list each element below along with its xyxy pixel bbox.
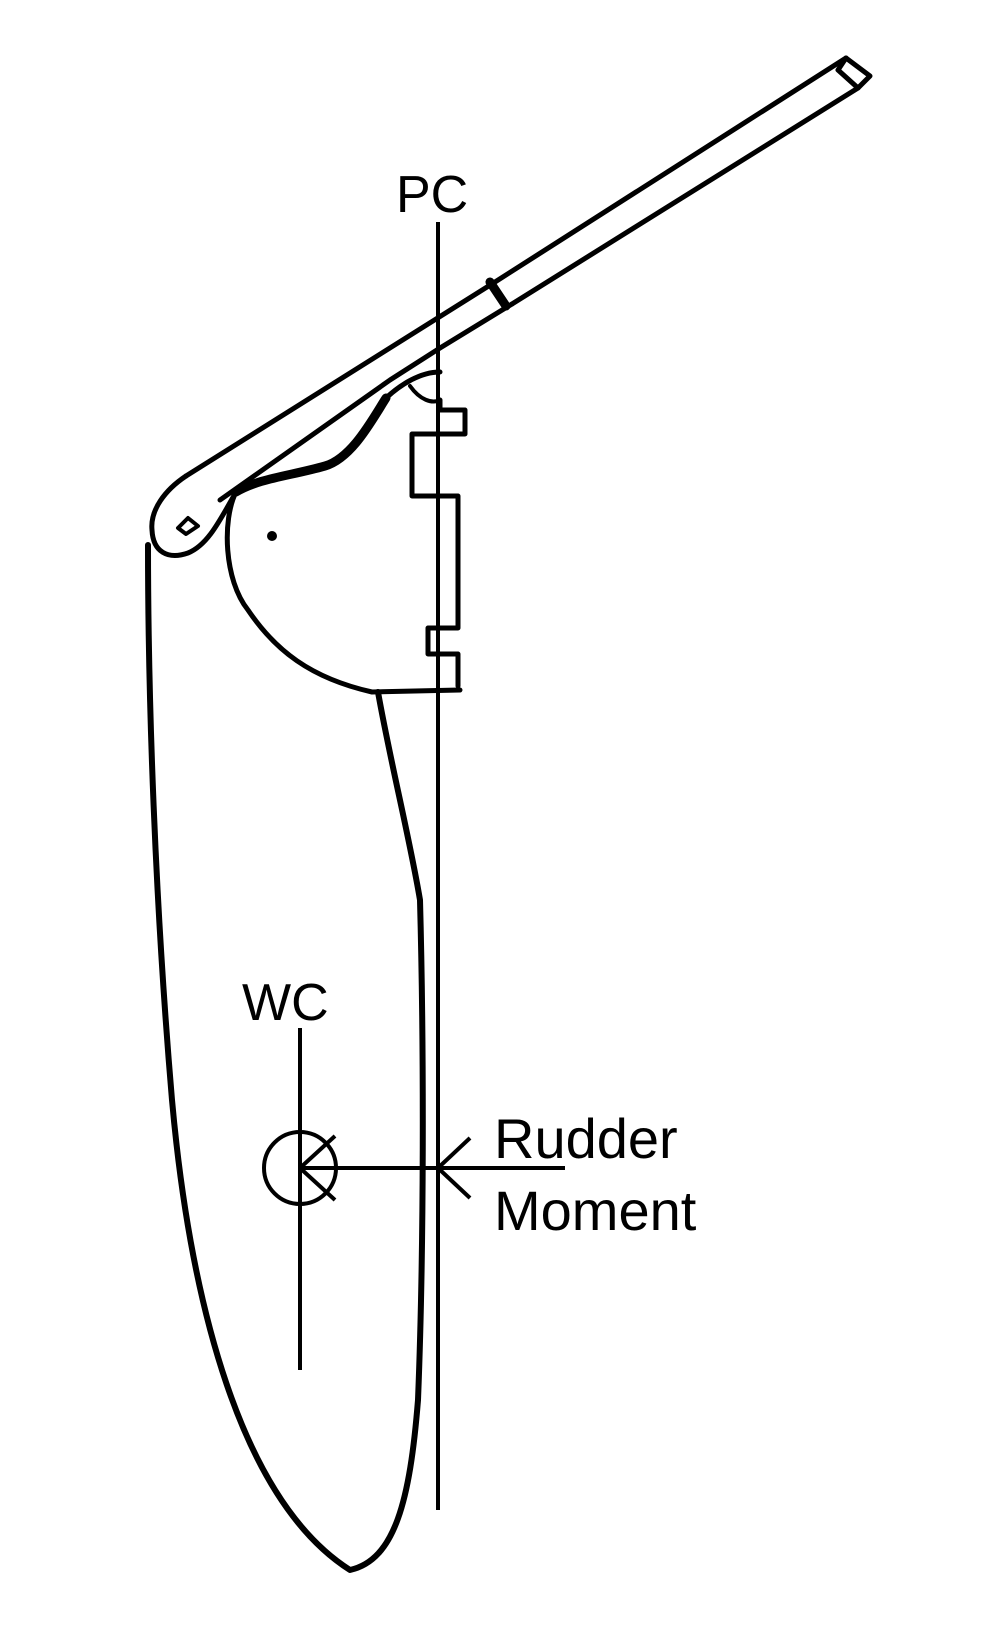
wc-label: WC bbox=[242, 974, 329, 1032]
tiller bbox=[183, 55, 873, 503]
rudder-blade bbox=[145, 542, 426, 1573]
rudder-moment-label-line2: Moment bbox=[494, 1179, 697, 1242]
bolt-dot bbox=[267, 531, 277, 541]
moment-arm bbox=[300, 1136, 565, 1200]
pc-label: PC bbox=[396, 166, 468, 224]
rudder-moment-label-line1: Rudder bbox=[494, 1107, 678, 1170]
rudder-head bbox=[149, 369, 468, 695]
